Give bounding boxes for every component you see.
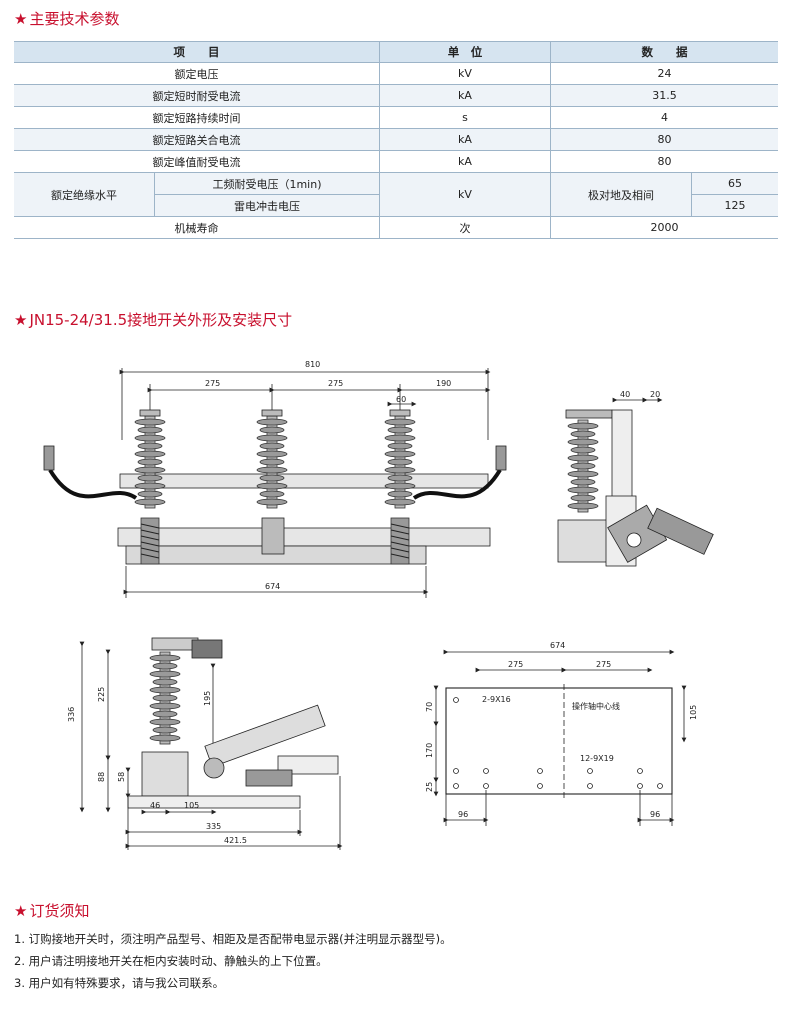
dim-plan-v3: 25 — [425, 782, 434, 792]
header-value: 数 据 — [550, 41, 778, 63]
dim-plan-r: 105 — [689, 705, 698, 720]
spec-table: 项 目 单 位 数 据 额定电压 kV 24 额定短时耐受电流 kA 31.5 … — [14, 41, 778, 239]
dim-left-w4: 421.5 — [224, 836, 247, 845]
section-title-dimensions: ★JN15-24/31.5接地开关外形及安装尺寸 — [14, 311, 293, 329]
dim-front-bottom: 674 — [265, 582, 280, 591]
table-row: 额定短路关合电流 kA 80 — [14, 128, 778, 151]
dim-front-b: 275 — [328, 379, 343, 388]
dim-plan-a: 275 — [508, 660, 523, 669]
ordering-notes: 1. 订购接地开关时，须注明产品型号、相距及是否配带电显示器(并注明显示器型号)… — [14, 928, 452, 994]
table-row: 机械寿命 次 2000 — [14, 216, 778, 239]
section-title-specs: ★主要技术参数 — [14, 10, 120, 28]
dim-plan-b: 275 — [596, 660, 611, 669]
section-title-ordering: ★订货须知 — [14, 902, 90, 920]
side-view-drawing — [557, 397, 714, 567]
dim-left-h3: 195 — [203, 691, 212, 706]
dim-plan-w1: 96 — [458, 810, 468, 819]
dim-left-w3: 335 — [206, 822, 221, 831]
dim-plan-total: 674 — [550, 641, 565, 650]
dim-left-h5: 58 — [117, 772, 126, 782]
dim-front-total: 810 — [305, 360, 320, 369]
dim-front-c: 190 — [436, 379, 451, 388]
dim-left-h4: 88 — [97, 772, 106, 782]
table-row-insulation: 额定绝缘水平 工频耐受电压（1min) kV 极对地及相间 65 — [14, 172, 778, 217]
dim-side-a: 40 — [620, 390, 630, 399]
dim-front-d: 60 — [396, 395, 406, 404]
left-view-drawing — [79, 637, 343, 850]
dim-plan-center: 操作轴中心线 — [572, 701, 620, 711]
dim-side-b: 20 — [650, 390, 660, 399]
dim-left-h1: 336 — [67, 707, 76, 722]
note-item: 1. 订购接地开关时，须注明产品型号、相距及是否配带电显示器(并注明显示器型号)… — [14, 932, 452, 946]
dim-left-w1: 46 — [150, 801, 160, 810]
dim-left-h2: 225 — [97, 687, 106, 702]
dim-plan-v1: 70 — [425, 702, 434, 712]
dim-front-a: 275 — [205, 379, 220, 388]
dim-left-w2: 105 — [184, 801, 199, 810]
note-item: 3. 用户如有特殊要求，请与我公司联系。 — [14, 976, 225, 990]
table-row: 额定短时耐受电流 kA 31.5 — [14, 84, 778, 107]
dim-plan-hole2: 12-9X19 — [580, 754, 614, 763]
dim-plan-v2: 170 — [425, 743, 434, 758]
dim-plan-hole1: 2-9X16 — [482, 695, 511, 704]
dim-plan-w2: 96 — [650, 810, 660, 819]
front-view-drawing — [43, 368, 507, 598]
plan-view-drawing — [433, 649, 687, 826]
note-item: 2. 用户请注明接地开关在柜内安装时动、静触头的上下位置。 — [14, 954, 328, 968]
table-row: 额定短路持续时间 s 4 — [14, 106, 778, 129]
